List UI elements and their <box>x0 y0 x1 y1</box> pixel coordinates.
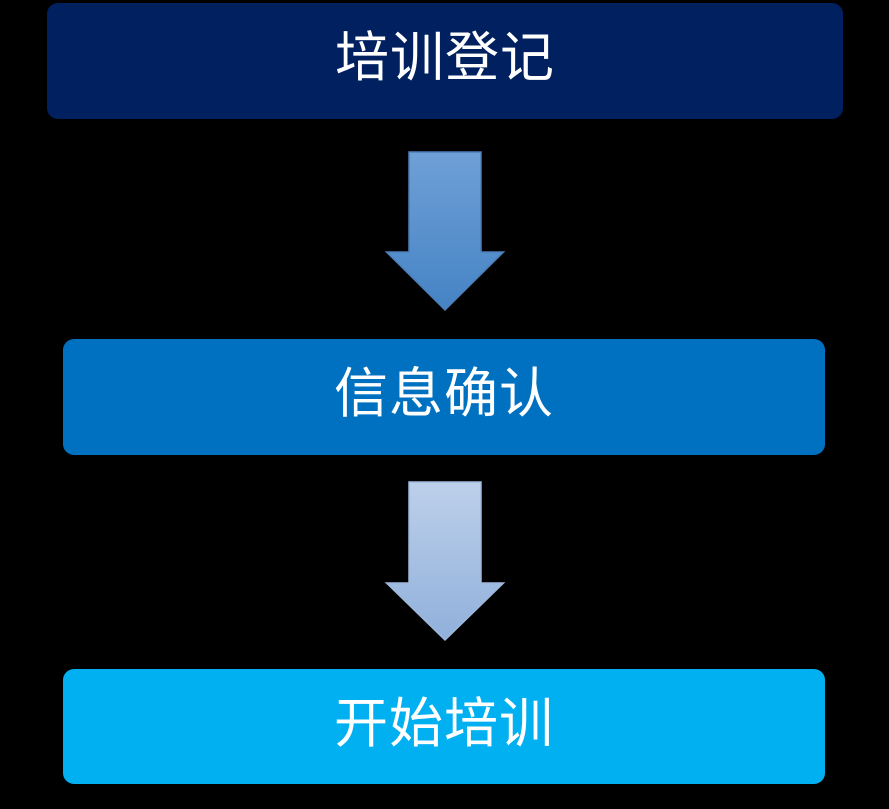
flow-step-label: 开始培训 <box>334 693 554 754</box>
down-arrow-icon-2 <box>384 481 506 642</box>
flow-step-label: 信息确认 <box>334 364 554 424</box>
flow-step-information-confirmation: 信息确认 <box>63 339 825 455</box>
down-arrow-icon-1 <box>384 151 506 312</box>
flow-step-start-training: 开始培训 <box>63 669 825 784</box>
flow-step-training-registration: 培训登记 <box>47 3 843 119</box>
flow-step-label: 培训登记 <box>335 28 555 88</box>
